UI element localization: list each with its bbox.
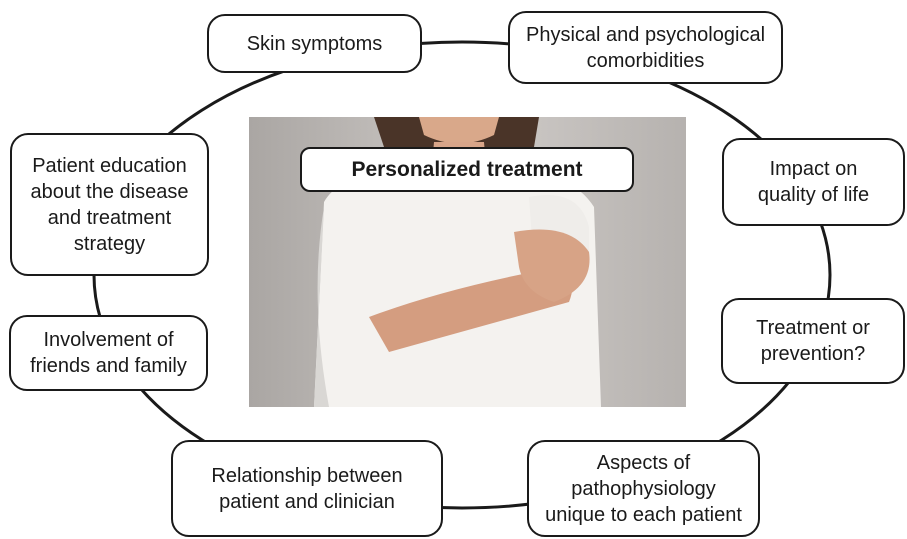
node-relationship: Relationship between patient and clinici… — [171, 440, 443, 537]
center-photo — [249, 117, 686, 407]
node-skin-symptoms: Skin symptoms — [207, 14, 422, 73]
node-treatment-or-prevention: Treatment or prevention? — [721, 298, 905, 384]
center-label: Personalized treatment — [300, 147, 634, 192]
node-quality-of-life: Impact on quality of life — [722, 138, 905, 226]
node-comorbidities: Physical and psychological comorbidities — [508, 11, 783, 84]
node-involvement: Involvement of friends and family — [9, 315, 208, 391]
node-education: Patient education about the disease and … — [10, 133, 209, 276]
node-pathophysiology: Aspects of pathophysiology unique to eac… — [527, 440, 760, 537]
